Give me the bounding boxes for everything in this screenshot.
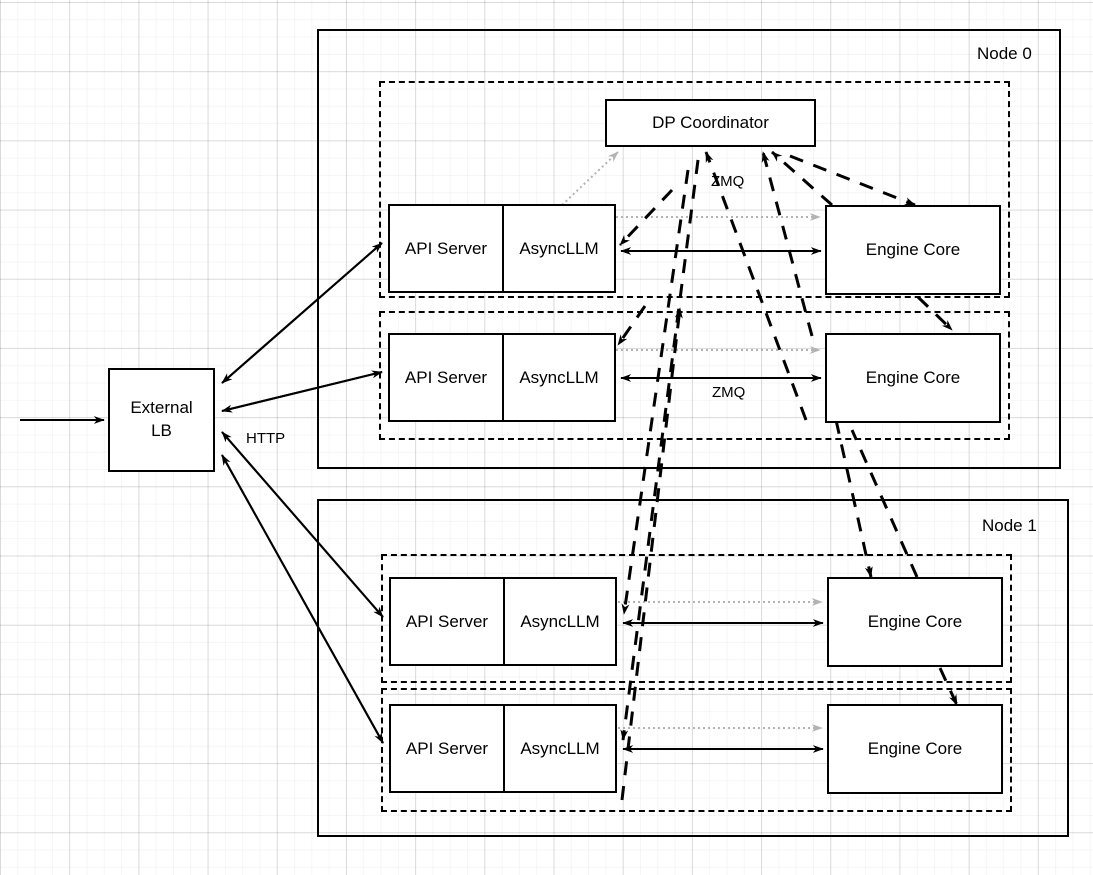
async-llm-label-n0r1: AsyncLLM: [502, 335, 614, 420]
rank-group-n1r0: [381, 554, 1012, 683]
edge-label-http: HTTP: [246, 430, 286, 447]
engine-core-label-n0r1: Engine Core: [865, 367, 961, 387]
async-llm-label-n1r1: AsyncLLM: [503, 706, 615, 791]
api-server-label-n1r0: API Server: [405, 611, 489, 631]
api-server-label-n0r1: API Server: [404, 367, 488, 387]
dp-coordinator-box[interactable]: DP Coordinator: [605, 99, 816, 147]
async-llm-label-n1r0: AsyncLLM: [503, 579, 615, 664]
rank-group-n0r1: [379, 311, 1010, 440]
external-lb-label: External LB: [130, 398, 193, 440]
api-server-label-n1r1: API Server: [405, 738, 489, 758]
external-lb-box[interactable]: External LB: [108, 368, 215, 472]
node-frame-1: [317, 499, 1069, 837]
engine-core-label-n0r0: Engine Core: [865, 239, 961, 259]
edge-label-zmq-mid: ZMQ: [712, 384, 746, 401]
engine-core-box-n0r0[interactable]: Engine Core: [825, 205, 1001, 295]
dp-coordinator-label: DP Coordinator: [652, 112, 769, 132]
engine-core-label-n1r0: Engine Core: [867, 611, 963, 631]
engine-core-box-n1r0[interactable]: Engine Core: [827, 577, 1003, 667]
api-server-box-n1r0[interactable]: API Server AsyncLLM: [389, 577, 617, 666]
engine-core-box-n0r1[interactable]: Engine Core: [825, 333, 1001, 423]
api-server-box-n0r1[interactable]: API Server AsyncLLM: [388, 333, 616, 422]
engine-core-box-n1r1[interactable]: Engine Core: [827, 704, 1003, 794]
engine-core-label-n1r1: Engine Core: [867, 738, 963, 758]
rank-group-n1r1: [381, 688, 1012, 812]
node-frame-0: [317, 29, 1061, 469]
edge-label-zmq-top: ZMQ: [711, 173, 745, 190]
node-label-1: Node 1: [982, 516, 1037, 535]
rank-group-n0r0: [379, 81, 1010, 298]
node-label-0: Node 0: [977, 44, 1032, 63]
api-server-box-n1r1[interactable]: API Server AsyncLLM: [389, 704, 617, 793]
api-server-box-n0r0[interactable]: API Server AsyncLLM: [388, 204, 616, 293]
api-server-label-n0r0: API Server: [404, 238, 488, 258]
async-llm-label-n0r0: AsyncLLM: [502, 206, 614, 291]
